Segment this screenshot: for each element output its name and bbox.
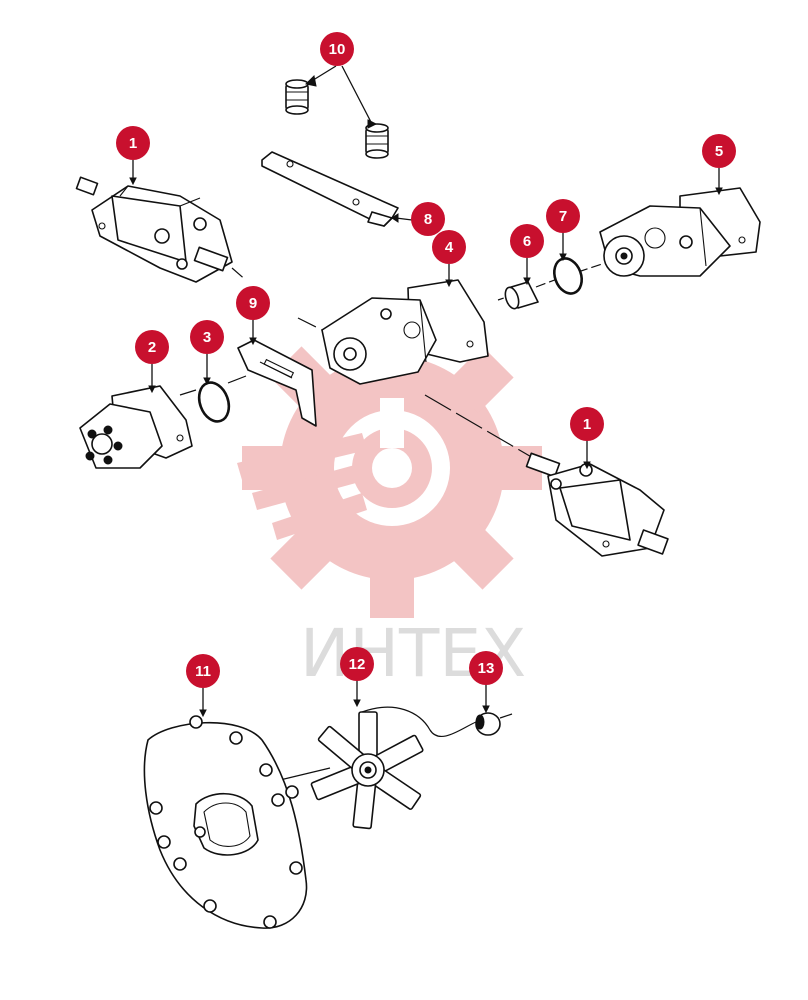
callout-1-upper[interactable]: 1 xyxy=(116,126,150,160)
part-5-pump xyxy=(599,187,761,277)
callout-4[interactable]: 4 xyxy=(432,230,466,264)
callout-2[interactable]: 2 xyxy=(135,330,169,364)
part-13-grommet xyxy=(475,712,501,736)
svg-text:2: 2 xyxy=(148,339,156,356)
callout-1-lower[interactable]: 1 xyxy=(570,407,604,441)
part-3-o-ring xyxy=(197,381,231,423)
svg-text:1: 1 xyxy=(583,416,591,433)
callout-13[interactable]: 13 xyxy=(469,651,503,685)
part-8-bracket-bar xyxy=(261,151,399,227)
svg-text:7: 7 xyxy=(559,208,567,225)
svg-text:3: 3 xyxy=(203,329,211,346)
callout-12[interactable]: 12 xyxy=(340,647,374,681)
part-1-motor-lower xyxy=(525,452,669,557)
bushing-upper xyxy=(285,79,309,115)
svg-text:9: 9 xyxy=(249,295,257,312)
part-4-main-pump xyxy=(321,279,489,385)
svg-text:11: 11 xyxy=(195,663,211,680)
part-2-pump xyxy=(79,385,193,469)
callout-5[interactable]: 5 xyxy=(702,134,736,168)
callout-6[interactable]: 6 xyxy=(510,224,544,258)
part-1-motor-upper xyxy=(75,176,233,283)
callout-9[interactable]: 9 xyxy=(236,286,270,320)
svg-text:10: 10 xyxy=(329,41,346,58)
svg-text:6: 6 xyxy=(523,233,531,250)
part-9-bracket-plate xyxy=(237,339,317,427)
svg-text:1: 1 xyxy=(129,135,137,152)
part-6-sleeve xyxy=(504,281,539,310)
cover-bolt-holes xyxy=(149,715,303,929)
callout-11[interactable]: 11 xyxy=(186,654,220,688)
svg-text:12: 12 xyxy=(349,656,366,673)
part-12-coupling xyxy=(310,711,424,830)
callout-7[interactable]: 7 xyxy=(546,199,580,233)
svg-text:13: 13 xyxy=(478,660,495,677)
part-11-cover-plate xyxy=(143,715,308,929)
part-7-o-ring xyxy=(553,257,583,295)
svg-text:4: 4 xyxy=(445,239,454,256)
part-10-bushings xyxy=(285,79,389,159)
leader-lines xyxy=(129,65,723,718)
bushing-lower xyxy=(365,123,389,159)
svg-text:5: 5 xyxy=(715,143,723,160)
callout-10[interactable]: 10 xyxy=(320,32,354,66)
svg-text:8: 8 xyxy=(424,211,432,228)
callout-3[interactable]: 3 xyxy=(190,320,224,354)
callout-8[interactable]: 8 xyxy=(411,202,445,236)
